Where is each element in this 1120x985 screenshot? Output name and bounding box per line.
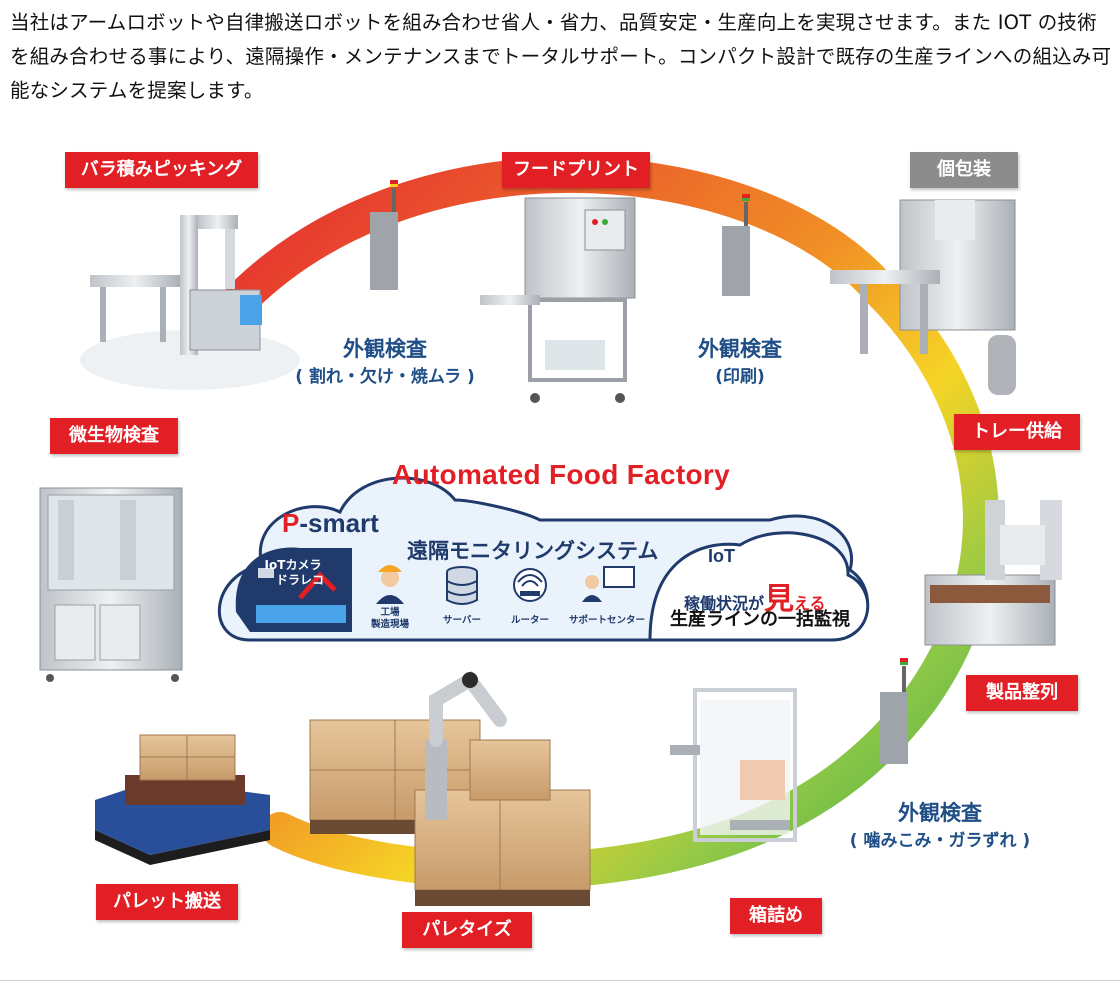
picking-robot-machine xyxy=(80,215,300,390)
site-label-line1: 工場 xyxy=(380,607,400,618)
worker-icon xyxy=(376,565,404,604)
site-label-line2: 製造現場 xyxy=(370,619,409,630)
station-tag-tray-supply: トレー供給 xyxy=(954,414,1080,450)
p-smart-logo-rest: -smart xyxy=(299,508,379,538)
bottom-divider xyxy=(0,980,1120,981)
station-tag-bara-picking: バラ積みピッキング xyxy=(65,152,258,188)
p-smart-logo-p: P xyxy=(282,508,300,538)
router-icon xyxy=(513,568,547,602)
status-visible-label-a: 稼働状況が xyxy=(684,594,765,613)
camera-label-line1: IoTカメラ xyxy=(264,558,322,572)
station-tag-food-print: フードプリント xyxy=(502,152,650,188)
inspection-label-2: 外観検査 (印刷) xyxy=(670,334,810,390)
inspection-2-head: 外観検査 xyxy=(694,334,786,364)
router-label: ルーター xyxy=(510,615,549,626)
iot-label: IoT xyxy=(708,546,735,566)
server-label: サーバー xyxy=(443,615,481,626)
factory-title: Automated Food Factory xyxy=(392,459,730,490)
status-visible-label-big: 見 xyxy=(764,582,795,617)
status-visible-label-b: える xyxy=(794,594,826,613)
intro-text: 当社はアームロボットや自律搬送ロボットを組み合わせ省人・省力、品質安定・生産向上… xyxy=(10,11,1112,102)
server-icon xyxy=(446,566,478,605)
support-center-label: サポートセンター xyxy=(568,615,645,626)
station-tag-microbe-inspection: 微生物検査 xyxy=(50,418,178,454)
signal-tower-icon-3 xyxy=(880,658,908,764)
site-label: 工場 製造現場 xyxy=(366,607,414,631)
packaging-machine xyxy=(830,199,1016,395)
inspection-3-sub: ( 噛みこみ・ガラずれ ) xyxy=(849,831,1031,851)
food-print-machine xyxy=(480,197,636,403)
palletizing-robot xyxy=(309,670,591,906)
inspection-2-sub: (印刷) xyxy=(715,367,765,387)
agv-pallet-carrier xyxy=(95,734,270,865)
station-tag-boxing: 箱詰め xyxy=(730,898,822,934)
status-visible-label: 稼働状況が見える xyxy=(684,574,826,618)
station-tag-product-alignment: 製品整列 xyxy=(966,675,1078,711)
camera-label: IoTカメラ ドラレコ xyxy=(262,558,324,588)
signal-tower-icon xyxy=(370,180,398,290)
camera-label-line2: ドラレコ xyxy=(276,573,325,587)
inspection-1-head: 外観検査 xyxy=(339,334,431,364)
station-tag-palletizing: パレタイズ xyxy=(402,912,532,948)
system-name: 遠隔モニタリングシステム xyxy=(407,539,659,563)
signal-tower-icon-2 xyxy=(722,194,750,296)
station-tag-individual-packaging: 個包装 xyxy=(910,152,1018,188)
inspection-1-sub: ( 割れ・欠け・焼ムラ ) xyxy=(295,367,475,387)
support-center-icon xyxy=(582,566,635,602)
inspection-label-3: 外観検査 ( 噛みこみ・ガラずれ ) xyxy=(835,798,1045,854)
p-smart-logo: P-smart xyxy=(282,508,379,539)
line-monitoring-label: 生産ラインの一括監視 xyxy=(670,609,850,630)
inspection-label-1: 外観検査 ( 割れ・欠け・焼ムラ ) xyxy=(270,334,500,390)
station-tag-pallet-transport: パレット搬送 xyxy=(96,884,238,920)
product-alignment-machine xyxy=(924,500,1062,646)
inspection-3-head: 外観検査 xyxy=(894,798,986,828)
boxing-machine xyxy=(670,688,797,842)
micro-inspection-cabinet xyxy=(39,487,183,682)
camera-panel xyxy=(235,547,352,632)
